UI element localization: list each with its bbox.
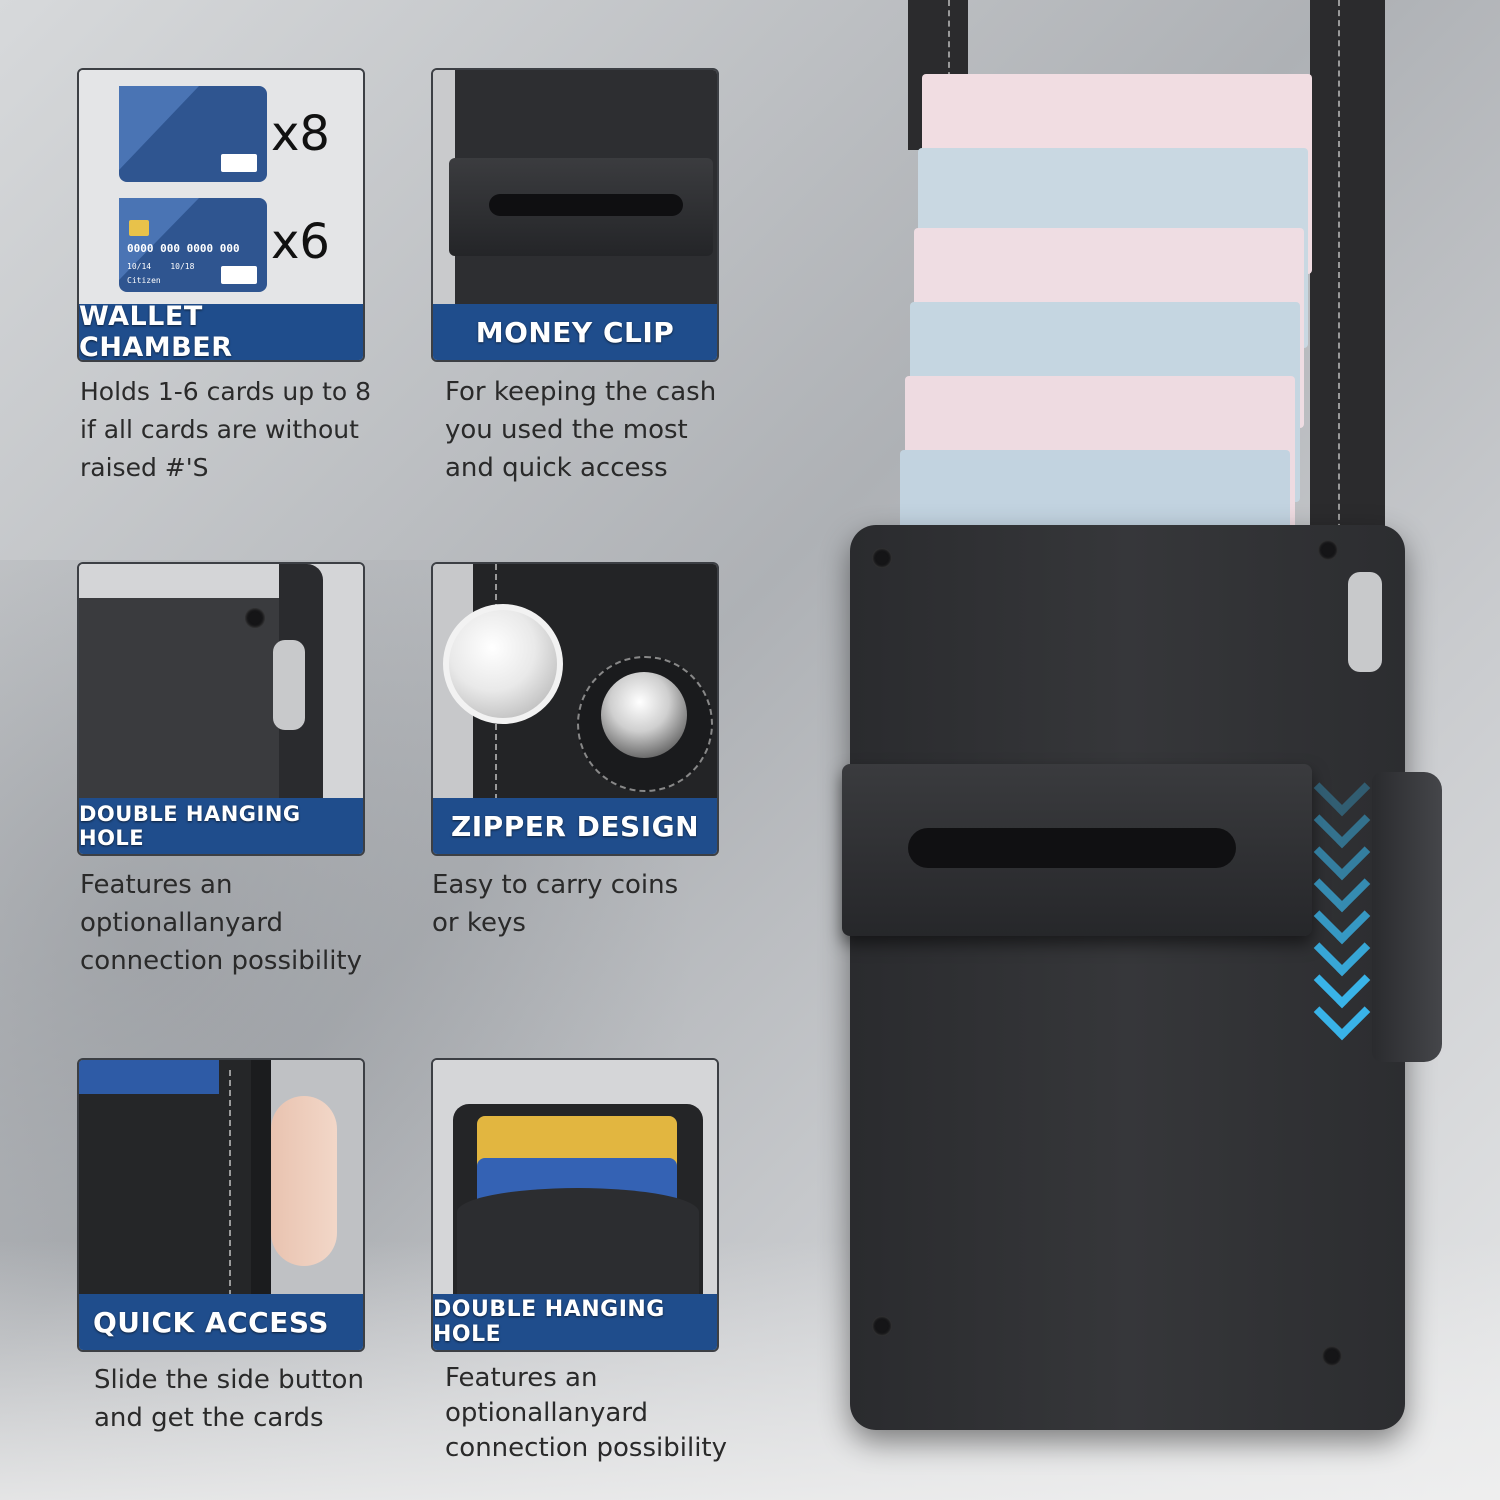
- embossed-cards-count: x6: [271, 214, 330, 270]
- airtag-inserted-icon: [601, 672, 687, 758]
- screw-icon: [1318, 540, 1338, 560]
- chip-icon: [129, 220, 149, 236]
- screw-icon: [1322, 1346, 1342, 1366]
- money-clip-photo: [433, 70, 717, 306]
- wallet-chamber-illustration: [79, 70, 363, 306]
- screw-icon: [872, 1316, 892, 1336]
- feature-panel-double-hanging-hole-back: DOUBLE HANGING HOLE: [431, 1058, 719, 1352]
- feature-description: Features an optionallanyard connection p…: [445, 1363, 728, 1463]
- card-pocket-photo: [433, 1060, 717, 1296]
- card-edge: [79, 1060, 219, 1094]
- feature-description: Easy to carry coins or keys: [432, 870, 679, 938]
- quick-access-photo: [79, 1060, 363, 1296]
- feature-panel-quick-access: QUICK ACCESS: [77, 1058, 365, 1352]
- feature-panel-zipper-design: ZIPPER DESIGN: [431, 562, 719, 856]
- card-holder-name: Citizen: [127, 276, 161, 285]
- feature-title: DOUBLE HANGING HOLE: [79, 798, 363, 854]
- side-slide-button[interactable]: [1372, 772, 1442, 1062]
- feature-title: DOUBLE HANGING HOLE: [433, 1294, 717, 1350]
- thin-cards-count: x8: [271, 106, 330, 162]
- clip-slot: [908, 828, 1236, 868]
- thumb-icon: [271, 1096, 337, 1266]
- wallet-frame: [251, 1060, 271, 1296]
- stitch-line: [948, 0, 950, 140]
- pocket-flap: [457, 1188, 699, 1296]
- hanging-hole-photo: [79, 564, 363, 800]
- cards-illustration: [119, 86, 267, 292]
- hanging-hole-icon: [273, 640, 305, 730]
- feature-title: MONEY CLIP: [433, 304, 717, 360]
- feature-description: Features an optionallanyard connection p…: [80, 870, 363, 976]
- clip-slot: [489, 194, 683, 216]
- feature-description: Holds 1-6 cards up to 8 if all cards are…: [80, 377, 372, 482]
- feature-title: ZIPPER DESIGN: [433, 798, 717, 854]
- zipper-design-photo: [433, 564, 717, 800]
- feature-description: Slide the side button and get the cards: [94, 1365, 364, 1433]
- feature-title: QUICK ACCESS: [79, 1294, 363, 1350]
- aluminum-card-case: [850, 525, 1405, 1430]
- screw-icon: [872, 548, 892, 568]
- hanging-hole-icon: [1348, 572, 1382, 672]
- feature-panel-wallet-chamber: x8 x6 0000 000 0000 000 10/14 10/18 Citi…: [77, 68, 365, 362]
- screw-icon: [245, 608, 265, 628]
- wallet-body: [79, 1060, 255, 1296]
- card-number: 0000 000 0000 000: [127, 242, 240, 255]
- feature-panel-money-clip: MONEY CLIP: [431, 68, 719, 362]
- card-dates: 10/14 10/18: [127, 262, 195, 271]
- stitch-line: [1338, 0, 1340, 540]
- feature-title: WALLET CHAMBER: [79, 301, 363, 360]
- stitch-line: [229, 1070, 231, 1296]
- feature-description: For keeping the cash you used the most a…: [445, 377, 717, 483]
- airtag-icon: [443, 604, 563, 724]
- leather-strap-right: [1310, 0, 1385, 560]
- feature-panel-double-hanging-hole: DOUBLE HANGING HOLE: [77, 562, 365, 856]
